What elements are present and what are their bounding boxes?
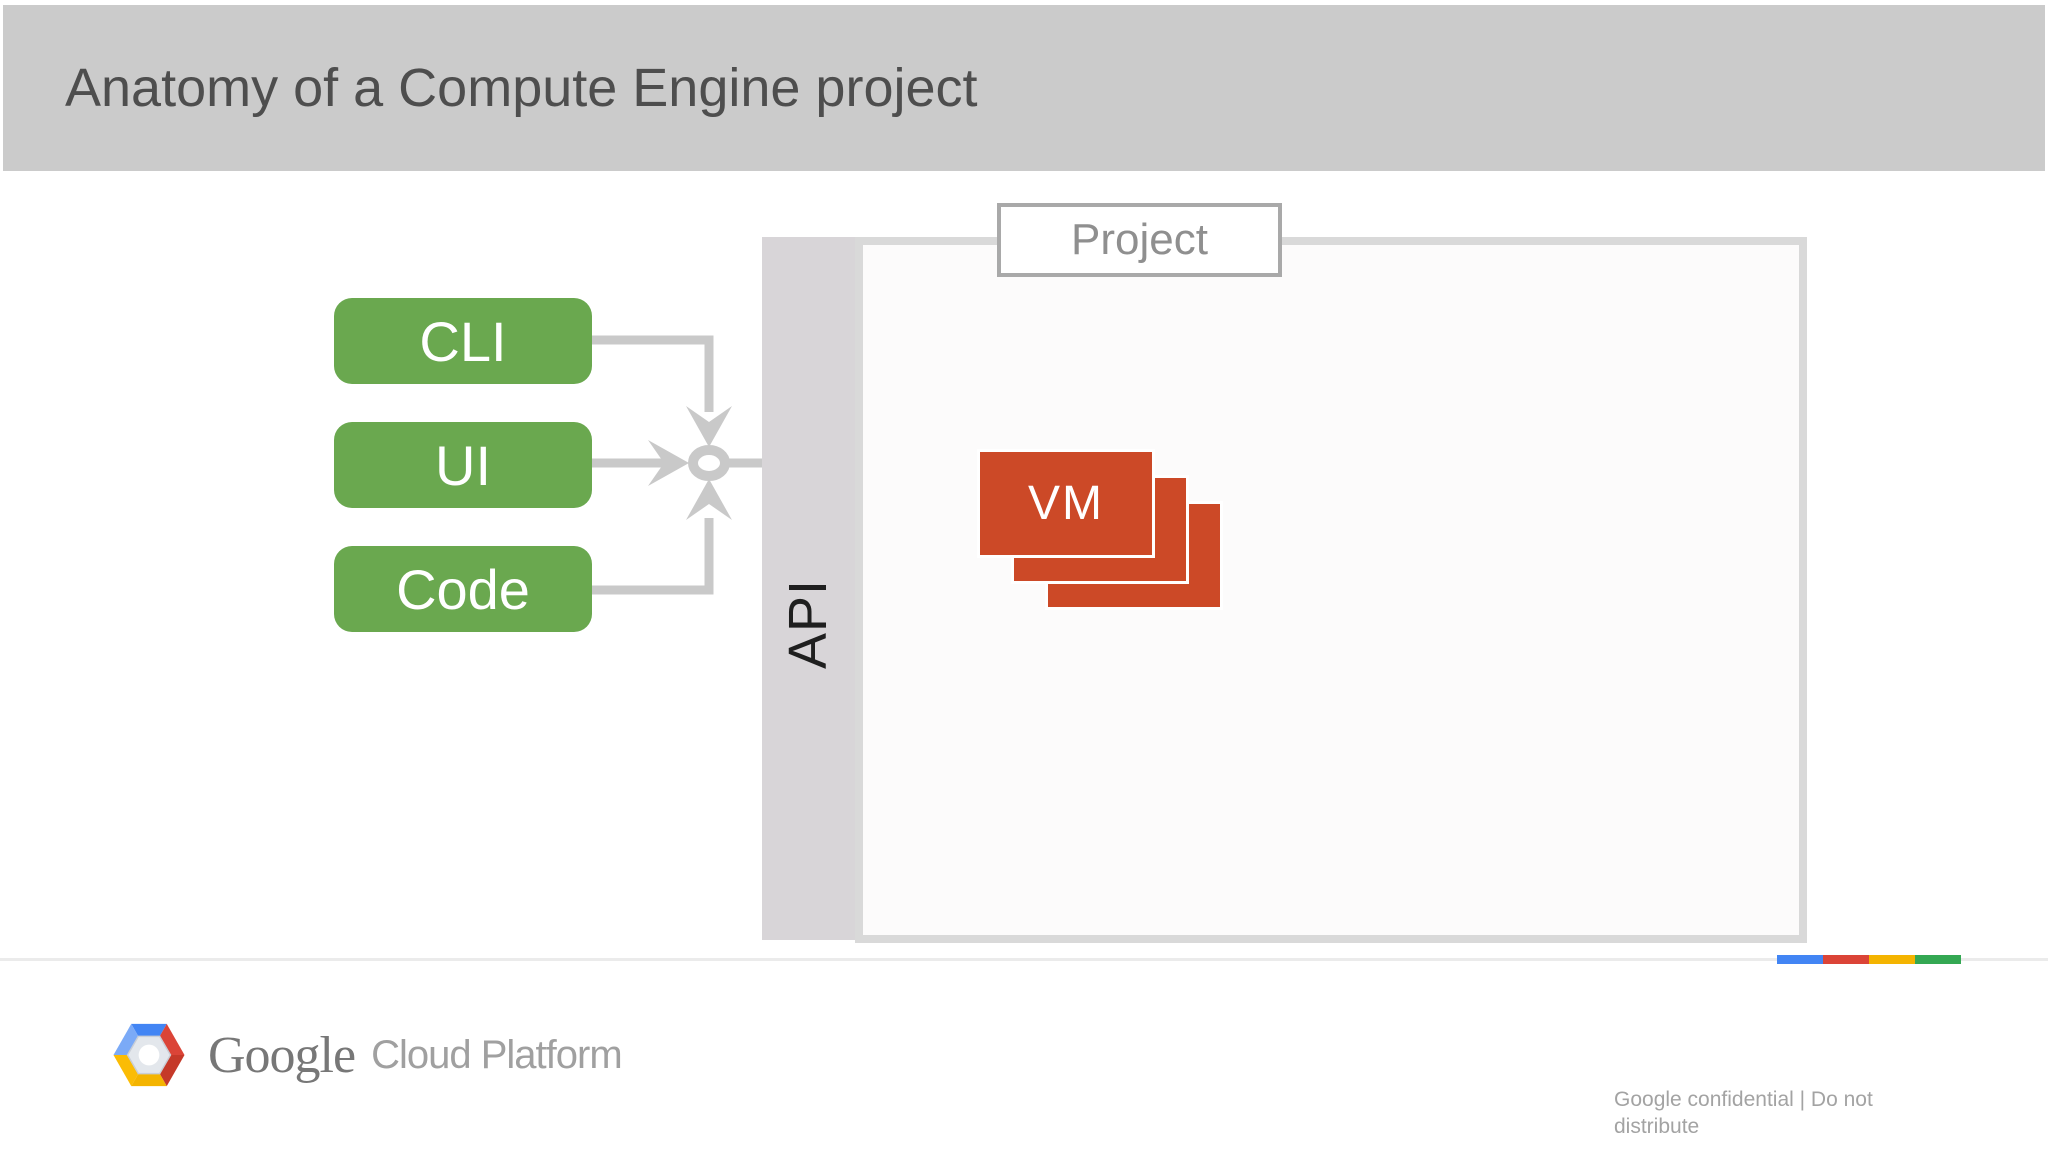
google-bar-yellow: [1869, 955, 1915, 964]
project-label-box: Project: [997, 203, 1282, 277]
google-color-bars: [1777, 955, 1961, 964]
api-bar: API: [762, 237, 855, 940]
footer-divider-line: [0, 958, 2048, 961]
client-box-ui-label: UI: [435, 433, 491, 497]
project-label: Project: [1071, 215, 1208, 264]
client-box-code-label: Code: [396, 557, 530, 621]
connector-merge-arrows: [592, 335, 766, 595]
google-bar-green: [1915, 955, 1961, 964]
page-title: Anatomy of a Compute Engine project: [65, 58, 978, 118]
client-box-cli-label: CLI: [419, 309, 507, 373]
client-box-cli: CLI: [334, 298, 592, 384]
brand-google-wordmark: Google: [208, 1026, 356, 1084]
client-box-ui: UI: [334, 422, 592, 508]
brand-lockup: Google Cloud Platform: [112, 1018, 623, 1092]
slide-header-band: Anatomy of a Compute Engine project: [3, 5, 2045, 171]
client-box-code: Code: [334, 546, 592, 632]
api-bar-label: API: [778, 578, 839, 669]
vm-label: VM: [1028, 477, 1104, 530]
google-bar-blue: [1777, 955, 1823, 964]
gcp-hexagon-logo: [113, 1023, 185, 1087]
confidential-note: Google confidential | Do not distribute: [1614, 1088, 1873, 1138]
brand-cloud-platform-text: Cloud Platform: [371, 1032, 623, 1077]
google-bar-red: [1823, 955, 1869, 964]
project-boundary-box: [855, 237, 1807, 943]
vm-card-front: VM: [977, 449, 1155, 558]
